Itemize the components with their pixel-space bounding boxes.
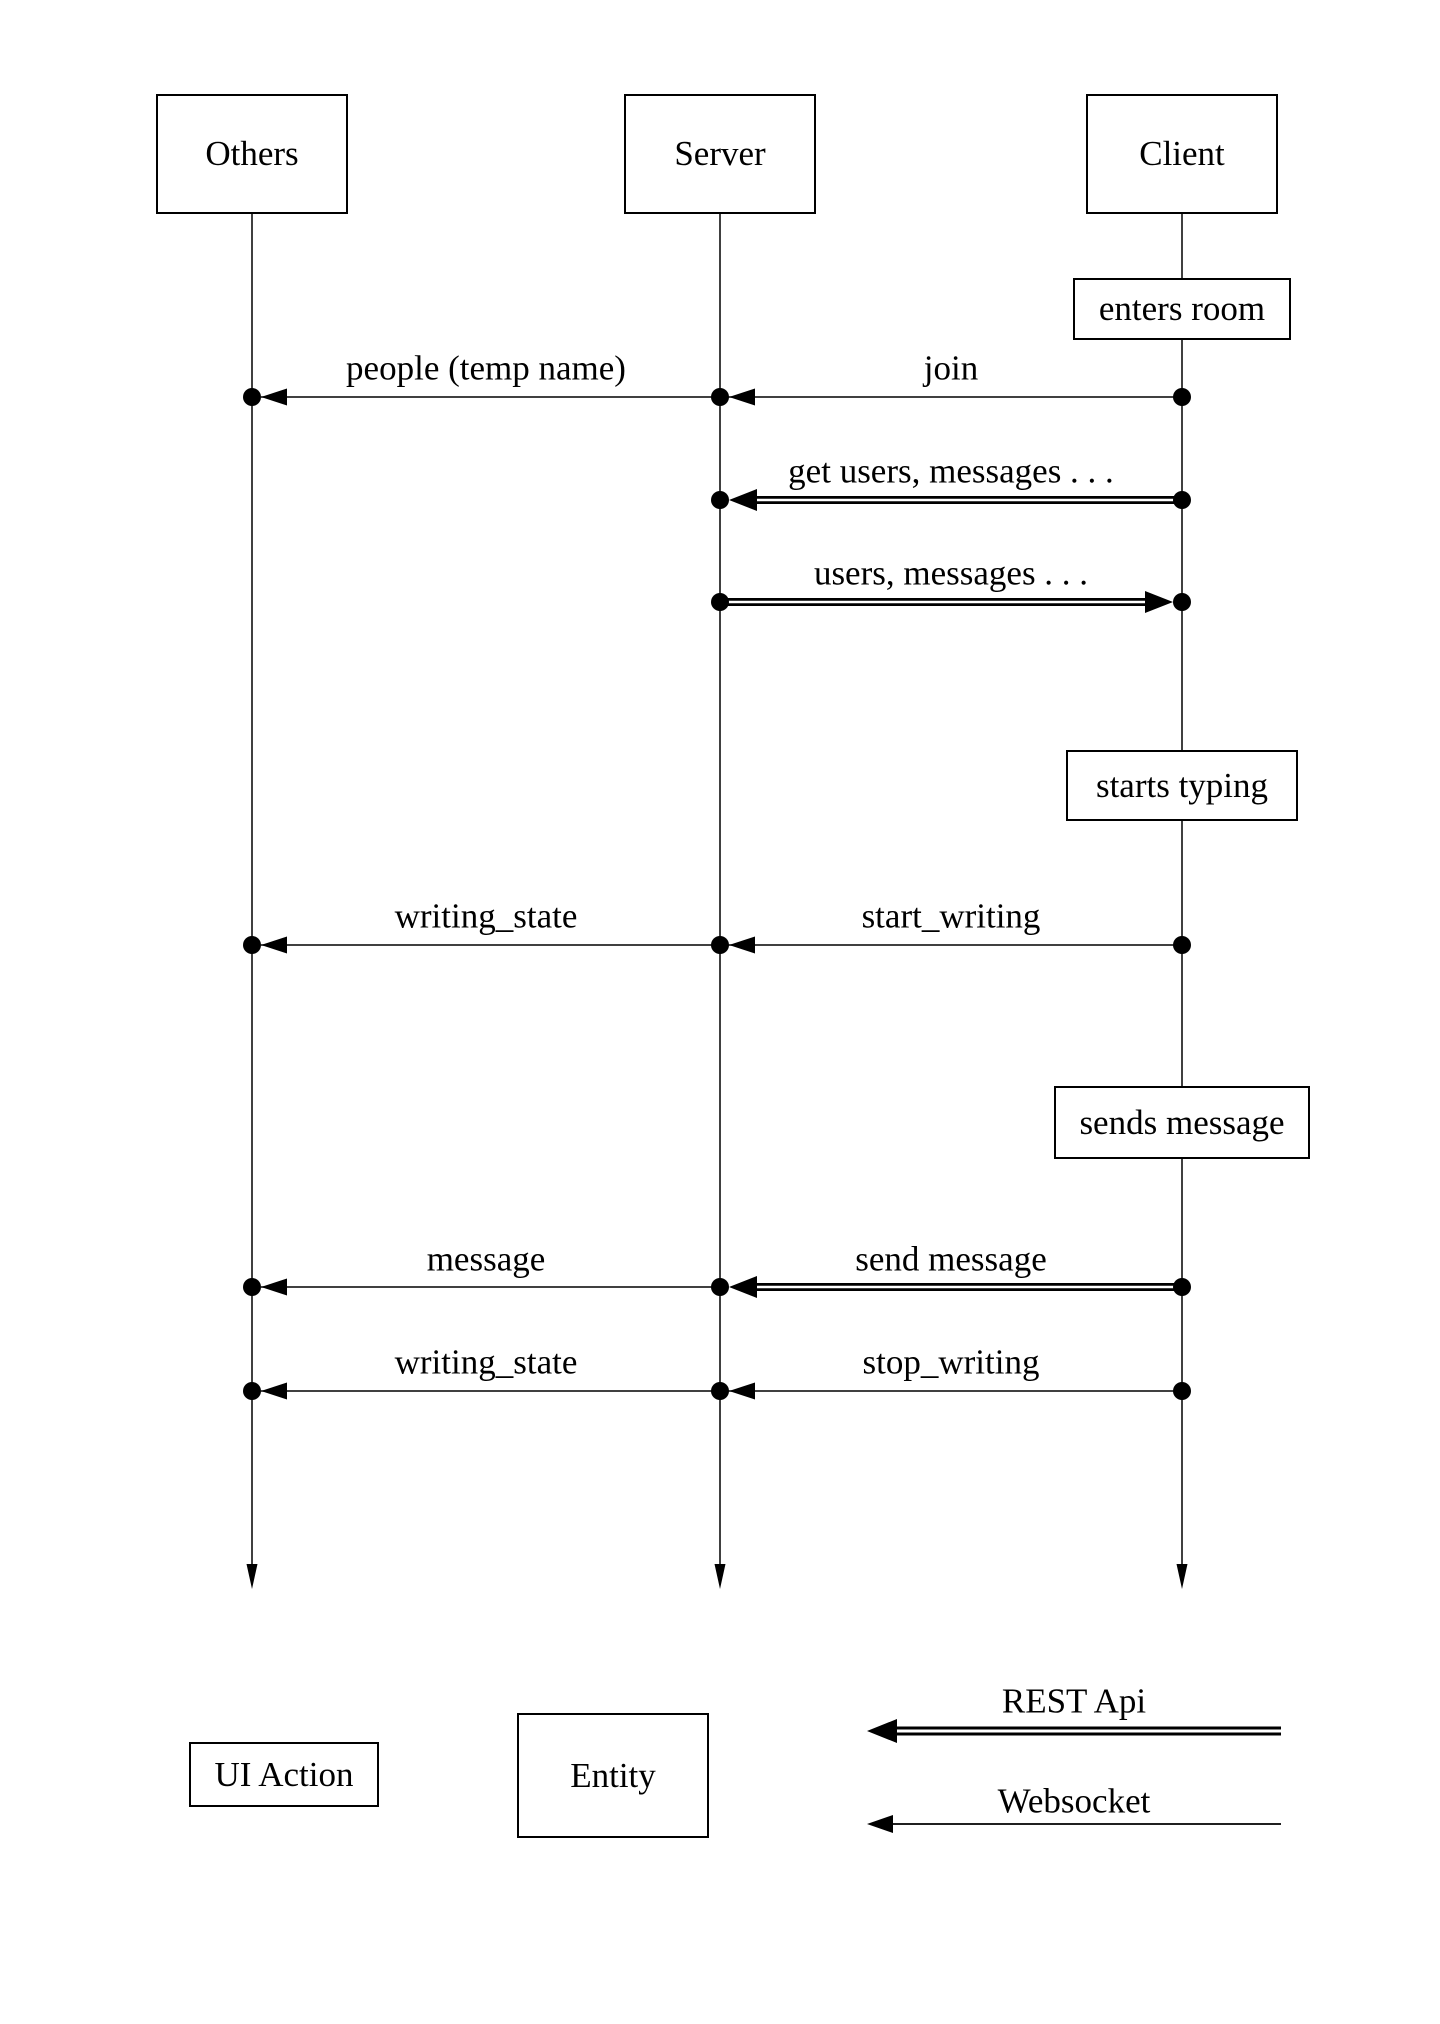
message-label-users-messages: users, messages . . .	[813, 553, 1089, 593]
legend-rest-arrow	[867, 1719, 1281, 1743]
ui-action-label: sends message	[1079, 1102, 1285, 1142]
participant-box-client: Client	[1086, 94, 1278, 214]
arrowhead-left-icon	[729, 936, 755, 954]
arrowhead-left-icon	[261, 936, 287, 954]
endpoint-dot	[711, 593, 729, 611]
ui-action-box-enters-room: enters room	[1073, 278, 1291, 340]
endpoint-dot	[243, 1278, 261, 1296]
endpoint-dot	[1173, 936, 1191, 954]
message-label-stop-writing: stop_writing	[862, 1342, 1040, 1382]
message-label-get-users-messages: get users, messages . . .	[788, 451, 1114, 491]
message-arrow-join-people	[243, 388, 1191, 406]
message-arrow-send-message	[243, 1276, 1191, 1298]
participant-box-server: Server	[624, 94, 816, 214]
endpoint-dot	[1173, 1382, 1191, 1400]
lifeline-client	[1176, 214, 1188, 1589]
endpoint-dot	[1173, 491, 1191, 509]
message-arrow-get-users	[711, 489, 1191, 511]
message-label-people-temp-name: people (temp name)	[346, 348, 626, 388]
arrowhead-left-icon	[729, 1276, 757, 1298]
participant-box-others: Others	[156, 94, 348, 214]
message-label-writing-state-1: writing_state	[394, 896, 578, 936]
legend-rest-api-label: REST Api	[1001, 1681, 1147, 1721]
endpoint-dot	[711, 936, 729, 954]
endpoint-dot	[1173, 1278, 1191, 1296]
endpoint-dot	[1173, 388, 1191, 406]
legend-ui-action-label: UI Action	[214, 1754, 354, 1794]
arrowhead-left-icon	[867, 1815, 893, 1833]
endpoint-dot	[243, 936, 261, 954]
message-label-message: message	[426, 1239, 546, 1279]
arrowhead-left-icon	[729, 489, 757, 511]
message-label-start-writing: start_writing	[861, 896, 1041, 936]
arrowhead-left-icon	[261, 1382, 287, 1400]
endpoint-dot	[711, 388, 729, 406]
message-arrow-stop-writing	[243, 1382, 1191, 1400]
arrowhead-left-icon	[261, 1278, 287, 1296]
arrowhead-left-icon	[729, 388, 755, 406]
endpoint-dot	[711, 491, 729, 509]
legend-entity-box: Entity	[517, 1713, 709, 1838]
lifeline-end-arrow-icon	[1176, 1564, 1188, 1589]
message-arrow-users-messages	[711, 591, 1191, 613]
endpoint-dot	[711, 1382, 729, 1400]
arrowhead-left-icon	[729, 1382, 755, 1400]
lifeline-server	[714, 214, 726, 1589]
participant-label: Server	[674, 134, 766, 173]
ui-action-label: starts typing	[1095, 765, 1269, 805]
legend-entity-label: Entity	[570, 1755, 656, 1795]
legend-websocket-label: Websocket	[997, 1781, 1151, 1821]
endpoint-dot	[243, 388, 261, 406]
endpoint-dot	[243, 1382, 261, 1400]
endpoint-dot	[1173, 593, 1191, 611]
participant-label: Others	[205, 134, 299, 173]
lifeline-end-arrow-icon	[246, 1564, 258, 1589]
arrowhead-left-icon	[261, 388, 287, 406]
message-arrow-start-writing	[243, 936, 1191, 954]
message-label-send-message: send message	[855, 1239, 1047, 1279]
message-label-writing-state-2: writing_state	[394, 1342, 578, 1382]
ui-action-box-sends-message: sends message	[1054, 1086, 1310, 1159]
legend-websocket-arrow	[867, 1815, 1281, 1833]
message-label-join: join	[923, 348, 979, 388]
arrowhead-right-icon	[1145, 591, 1173, 613]
ui-action-box-starts-typing: starts typing	[1066, 750, 1298, 821]
lifeline-others	[246, 214, 258, 1589]
lifeline-end-arrow-icon	[714, 1564, 726, 1589]
arrowhead-left-icon	[867, 1719, 897, 1743]
legend-ui-action-box: UI Action	[189, 1742, 379, 1807]
ui-action-label: enters room	[1098, 289, 1266, 328]
endpoint-dot	[711, 1278, 729, 1296]
participant-label: Client	[1139, 134, 1225, 173]
